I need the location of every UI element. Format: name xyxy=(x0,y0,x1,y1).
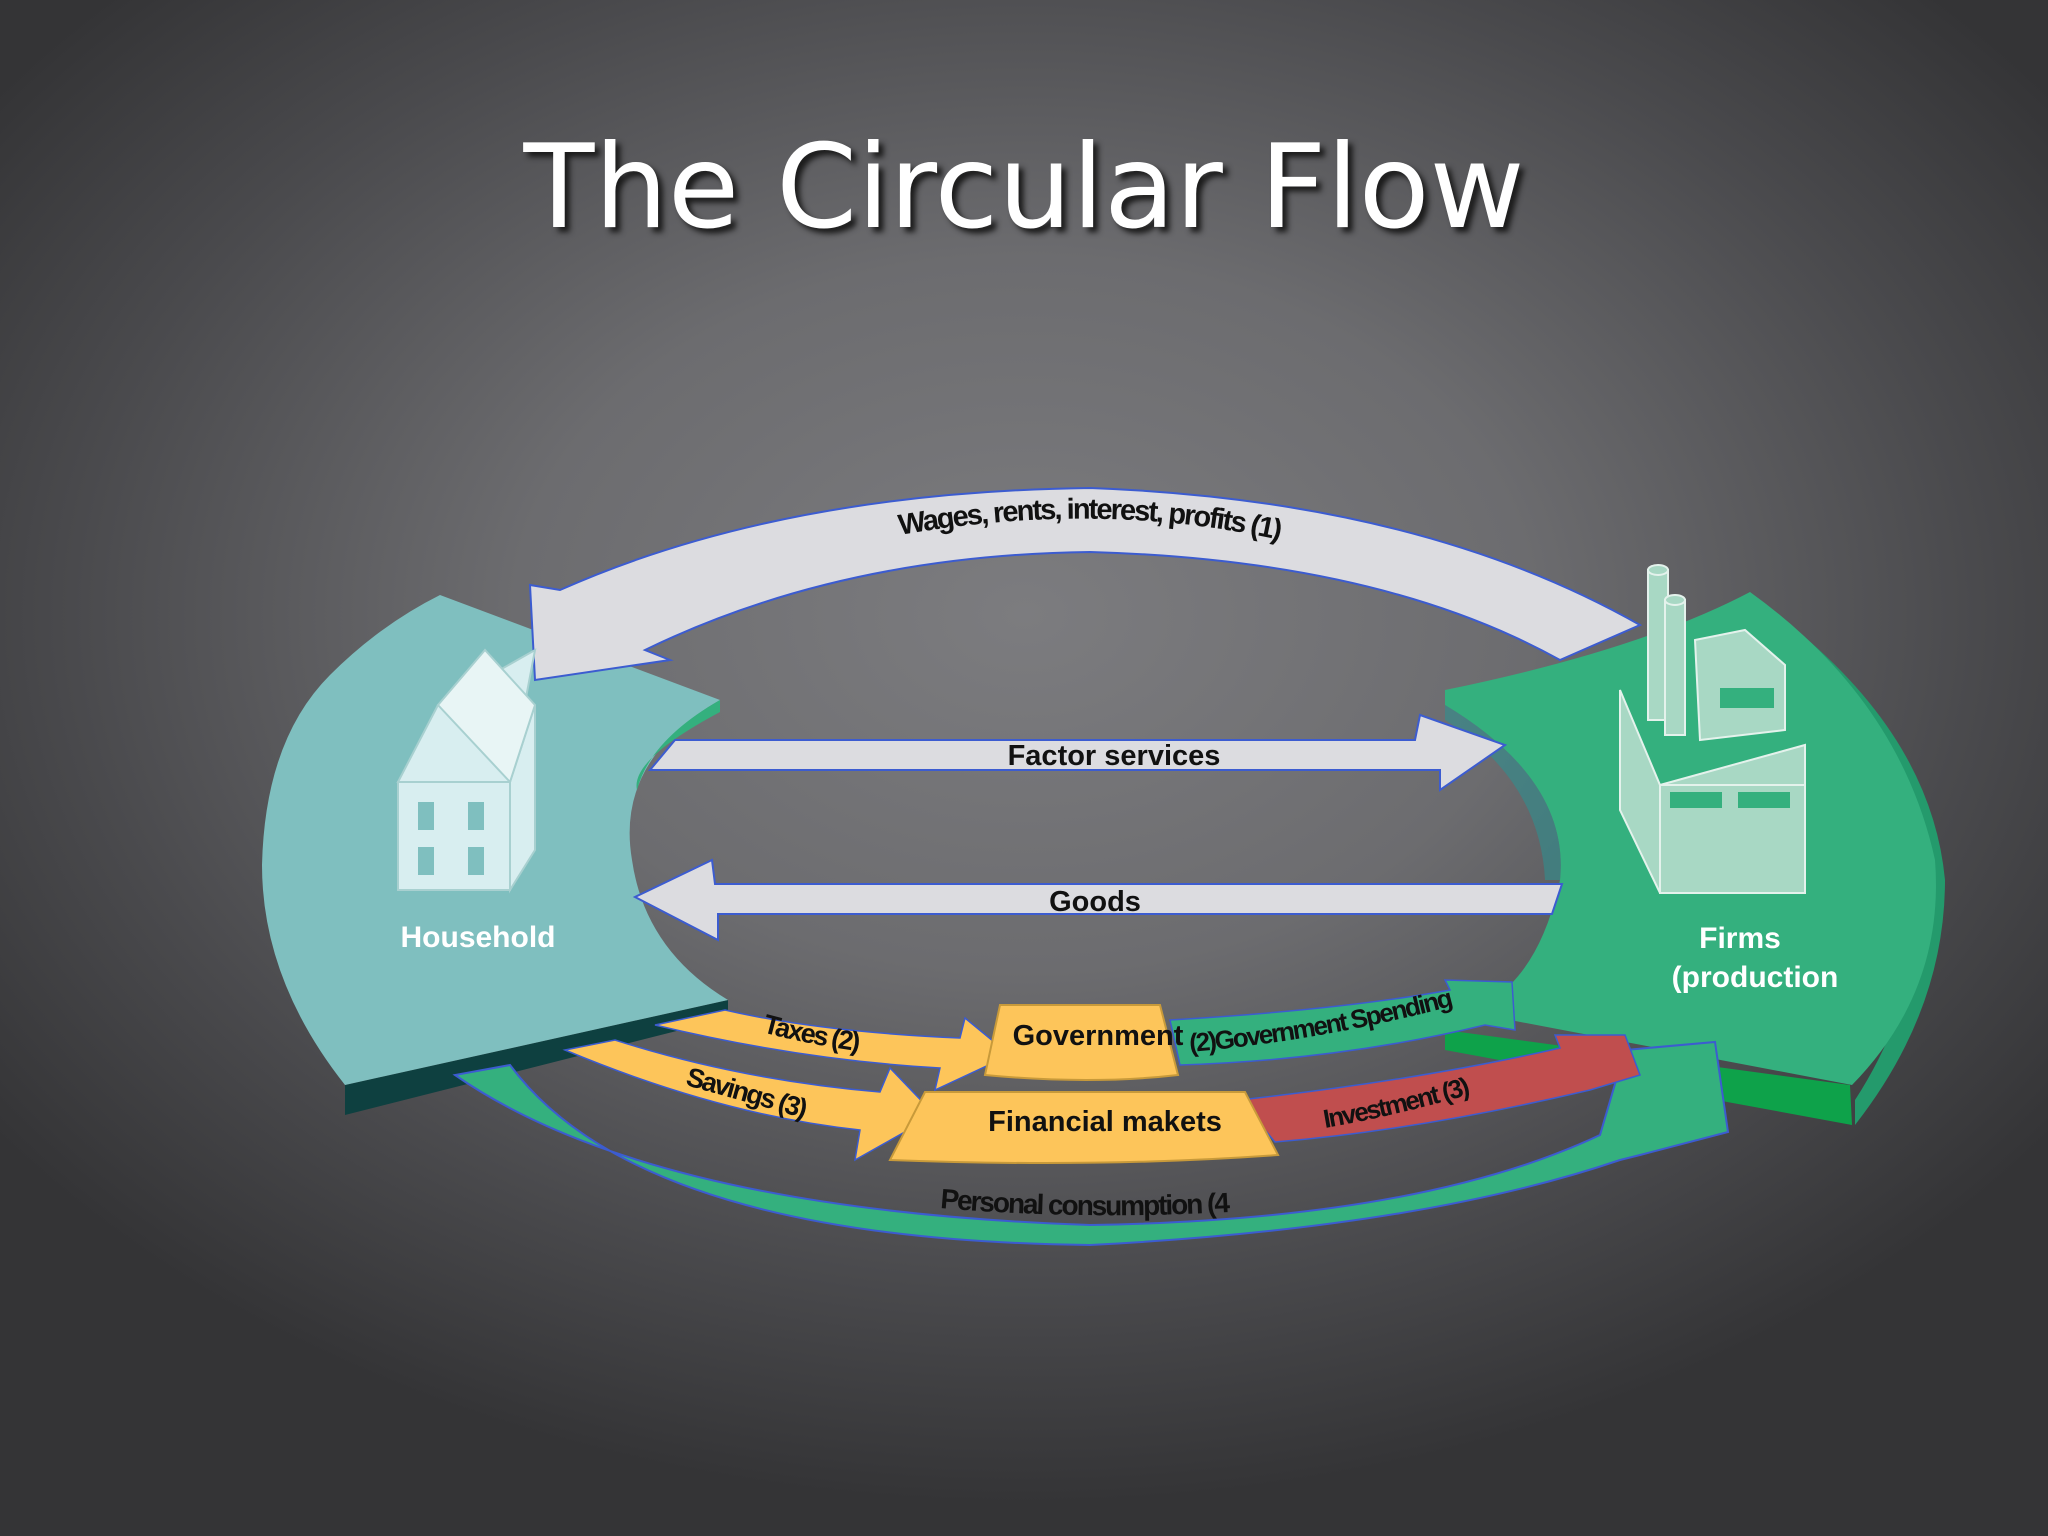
household-inner-edge xyxy=(636,700,720,790)
consumption-arrow-shape xyxy=(452,1040,1730,1247)
goods-arrow-shape xyxy=(632,858,1564,942)
factor-services-arrow-shape xyxy=(647,713,1508,792)
gov-spending-arrow-shape xyxy=(1169,979,1516,1066)
government-node: Government xyxy=(983,1004,1184,1081)
firms-inner-edge xyxy=(1445,705,1561,880)
taxes-arrow-shape xyxy=(654,1009,1012,1092)
household-label: Household xyxy=(401,921,556,954)
financial-markets-label: Financial makets xyxy=(988,1106,1222,1138)
financial-markets-box xyxy=(888,1091,1280,1165)
household-side-shadow xyxy=(265,870,728,1115)
factory-icon xyxy=(1619,564,1806,894)
government-label: Government xyxy=(1013,1020,1184,1052)
firms-sublabel: (production xyxy=(1672,961,1839,994)
goods-arrow: Goods xyxy=(632,858,1564,942)
wages-arrow-shape xyxy=(528,486,1643,682)
savings-label: Savings (3) xyxy=(683,1062,810,1124)
factor-services-label: Factor services xyxy=(1008,740,1221,772)
factor-services-arrow: Factor services xyxy=(647,713,1508,792)
house-icon xyxy=(396,648,537,894)
investment-arrow-shape xyxy=(1238,1034,1641,1143)
government-box xyxy=(983,1004,1180,1081)
goods-label: Goods xyxy=(1049,886,1141,918)
firms-label: Firms xyxy=(1699,922,1781,955)
financial-markets-node: Financial makets xyxy=(888,1091,1280,1165)
slide-title: The Circular Flow xyxy=(523,120,1525,255)
wages-flow-arrow: Wages, rents, interest, profits (1) xyxy=(528,486,1643,682)
